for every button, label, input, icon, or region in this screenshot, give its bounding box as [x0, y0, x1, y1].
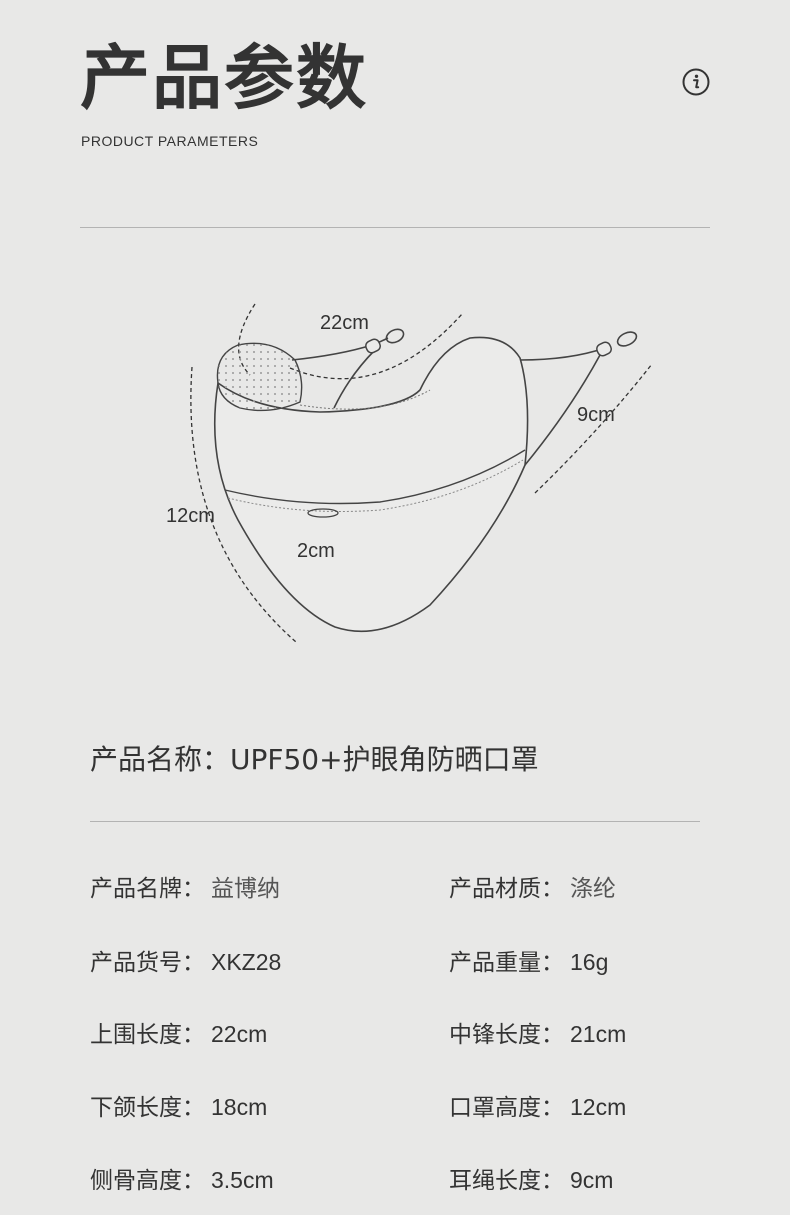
label-ear-rope: 9cm: [577, 404, 615, 426]
param-mask-height: 口罩高度：12cm: [449, 1094, 627, 1121]
page-subtitle: PRODUCT PARAMETERS: [81, 133, 259, 149]
dimension-arc-top: [289, 313, 463, 380]
param-side-height: 侧骨高度：3.5cm: [90, 1167, 274, 1194]
label-height: 12cm: [166, 505, 215, 527]
rope-stopper-left: [365, 338, 381, 354]
nose-clip: [307, 508, 339, 518]
divider-middle: [90, 821, 700, 822]
dimension-arc-height: [190, 366, 297, 643]
dimension-arc-rope: [534, 363, 653, 494]
param-brand: 产品名牌：益博纳: [90, 875, 280, 902]
divider-top: [80, 227, 710, 228]
seam-upper: [299, 389, 431, 410]
page-title: 产品参数: [80, 37, 368, 119]
info-icon[interactable]: [682, 68, 710, 96]
seam-middle-stitch: [227, 459, 524, 512]
rope-loop-left: [385, 328, 405, 344]
param-ear-rope-length: 耳绳长度：9cm: [449, 1167, 614, 1194]
seam-middle: [224, 449, 526, 505]
param-chin-length: 下颌长度：18cm: [90, 1094, 268, 1121]
param-material: 产品材质：涤纶: [449, 875, 616, 902]
eye-flap-dots: [217, 343, 302, 411]
rope-stopper-right: [596, 341, 612, 357]
param-item-number: 产品货号：XKZ28: [90, 949, 282, 976]
param-weight: 产品重量：16g: [449, 949, 609, 976]
mask-diagram: 22cm 9cm 12cm 2cm: [166, 303, 653, 643]
param-top-length: 上围长度：22cm: [90, 1021, 268, 1048]
label-top-circumference: 22cm: [320, 312, 369, 334]
label-bridge: 2cm: [297, 540, 335, 562]
rope-loop-right: [616, 331, 638, 347]
ear-rope-right-lower: [524, 354, 601, 466]
param-mid-length: 中锋长度：21cm: [449, 1021, 627, 1048]
ear-rope-left-lower: [333, 349, 376, 409]
product-name: 产品名称：UPF50+护眼角防晒口罩: [90, 743, 539, 776]
ear-rope-right: [519, 347, 606, 361]
